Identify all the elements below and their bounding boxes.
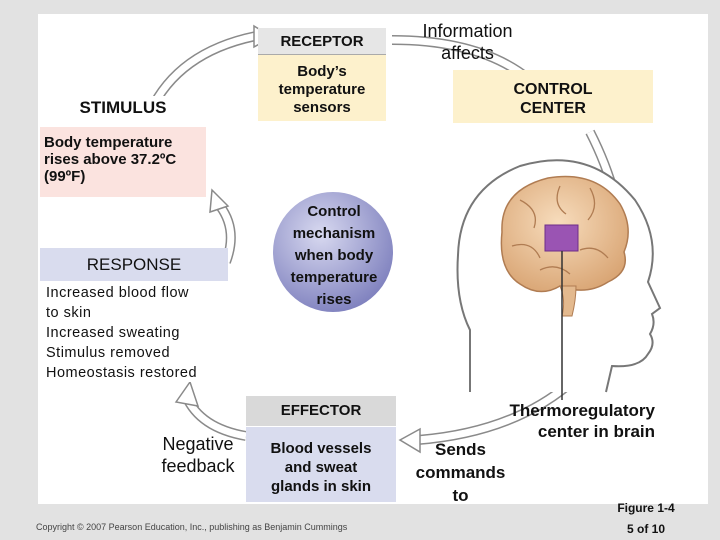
control-center-box xyxy=(453,70,653,123)
negative-feedback-line: feedback xyxy=(161,456,235,476)
response-line: Increased blood flow xyxy=(46,285,189,301)
control-center-title: CONTROL CENTER xyxy=(453,80,653,118)
thermoregulatory-line: center in brain xyxy=(537,422,655,441)
page-indicator: 5 of 10 xyxy=(626,522,665,536)
stimulus-line: Body temperature xyxy=(44,134,173,151)
sends-commands-line: Sends xyxy=(434,440,487,459)
arrow-effector-to-response xyxy=(174,380,247,441)
stimulus-line: rises above 37.2ºC xyxy=(44,151,177,168)
sends-commands-line: commands xyxy=(415,463,506,482)
sends-commands-label: Sends commands to xyxy=(403,438,518,507)
effector-line: Blood vessels xyxy=(270,440,372,457)
stimulus-body xyxy=(40,127,206,197)
effector-body xyxy=(246,427,396,502)
figure-label: Figure 1-4 xyxy=(617,501,675,515)
information-line: affects xyxy=(441,43,494,63)
response-title: RESPONSE xyxy=(86,255,182,274)
response-line: Homeostasis restored xyxy=(46,365,198,381)
stimulus-title: STIMULUS xyxy=(79,98,167,117)
effector-line: and sweat xyxy=(284,459,358,476)
receptor-header xyxy=(258,28,386,55)
effector-title: EFFECTOR xyxy=(280,402,362,419)
negative-feedback-label: Negative feedback xyxy=(150,433,246,477)
stimulus-line: (99ºF) xyxy=(44,168,86,185)
receptor-line: sensors xyxy=(293,99,351,116)
figure-caption: Figure 1-4 5 of 10 xyxy=(606,498,686,540)
control-mechanism-line: rises xyxy=(316,291,352,308)
response-line: to skin xyxy=(46,305,92,321)
information-line: Information xyxy=(422,21,513,41)
control-mechanism-label: Control mechanism when body temperature … xyxy=(278,201,390,311)
response-body xyxy=(40,281,228,382)
control-center-line: CONTROL xyxy=(513,81,593,98)
thermoregulatory-line: Thermoregulatory xyxy=(509,401,655,420)
receptor-line: temperature xyxy=(278,81,366,98)
control-mechanism-circle xyxy=(273,192,393,312)
response-line: Increased sweating xyxy=(46,325,180,341)
receptor-body xyxy=(258,55,386,121)
control-center-line: CENTER xyxy=(520,100,586,117)
effector-description: Blood vessels and sweat glands in skin xyxy=(246,439,396,496)
response-description: Increased blood flow to skin Increased s… xyxy=(46,283,232,383)
effector-line: glands in skin xyxy=(270,478,372,495)
copyright-notice: Copyright © 2007 Pearson Education, Inc.… xyxy=(36,522,348,532)
sends-commands-line: to xyxy=(452,486,469,505)
control-mechanism-line: temperature xyxy=(290,269,378,286)
control-mechanism-line: when body xyxy=(294,247,374,264)
stimulus-description: Body temperature rises above 37.2ºC (99º… xyxy=(44,134,206,185)
receptor-line: Body’s xyxy=(297,63,347,80)
effector-header xyxy=(246,396,396,426)
control-mechanism-line: Control xyxy=(307,203,361,220)
receptor-description: Body’s temperature sensors xyxy=(258,63,386,117)
response-header xyxy=(40,248,228,281)
control-mechanism-line: mechanism xyxy=(292,225,376,242)
information-affects-label: Information affects xyxy=(410,20,525,64)
stimulus-header xyxy=(40,96,206,126)
thermoregulatory-center-marker xyxy=(544,224,579,252)
response-line: Stimulus removed xyxy=(46,345,171,361)
thermoregulatory-center-label: Thermoregulatory center in brain xyxy=(470,400,655,442)
receptor-title: RECEPTOR xyxy=(280,33,364,50)
negative-feedback-line: Negative xyxy=(162,434,234,454)
